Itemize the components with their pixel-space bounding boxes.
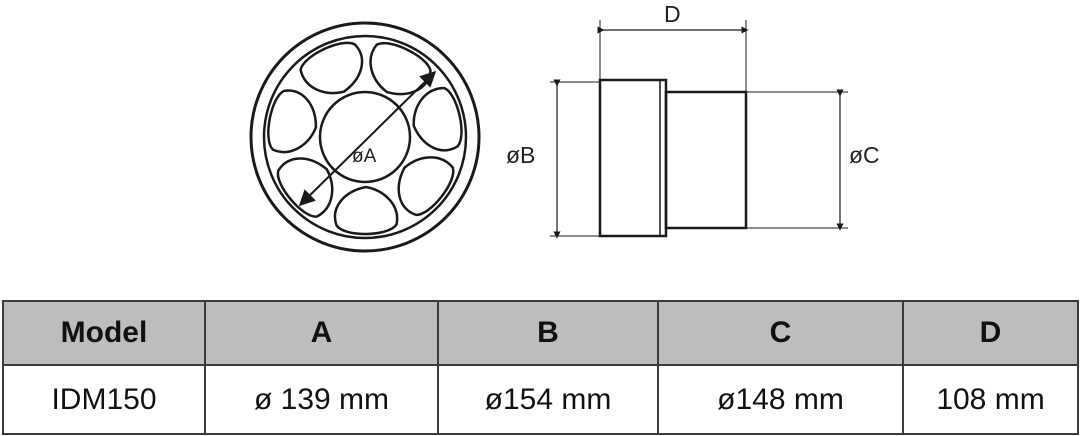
fan-front-view xyxy=(249,21,481,253)
fan-body-small xyxy=(664,90,748,230)
label-dimension-a: øA xyxy=(352,146,377,167)
cell-b: ø154 mm xyxy=(437,364,659,435)
fan-outer-ring xyxy=(249,21,481,253)
header-c: C xyxy=(657,300,904,366)
header-d: D xyxy=(902,300,1079,366)
header-model: Model xyxy=(2,300,206,366)
table-header-row: Model A B C D xyxy=(2,300,1079,366)
table-row: IDM150 ø 139 mm ø154 mm ø148 mm 108 mm xyxy=(2,364,1079,435)
cell-d: 108 mm xyxy=(902,364,1079,435)
fan-hub xyxy=(318,90,412,184)
label-dimension-d: D xyxy=(664,1,681,27)
header-b: B xyxy=(437,300,659,366)
fan-side-view xyxy=(550,20,848,239)
fan-dimension-drawing: øA D øB øC xyxy=(249,1,880,253)
cell-a: ø 139 mm xyxy=(204,364,439,435)
label-dimension-c: øC xyxy=(849,142,880,168)
dimensions-table: Model A B C D IDM150 ø 139 mm ø154 mm ø1… xyxy=(2,300,1079,435)
cell-model: IDM150 xyxy=(2,364,206,435)
fan-inner-ring xyxy=(262,34,468,240)
label-dimension-b: øB xyxy=(506,142,535,168)
cell-c: ø148 mm xyxy=(657,364,904,435)
dimension-a-arrow xyxy=(298,70,437,207)
fan-body-large xyxy=(598,78,668,238)
header-a: A xyxy=(204,300,439,366)
